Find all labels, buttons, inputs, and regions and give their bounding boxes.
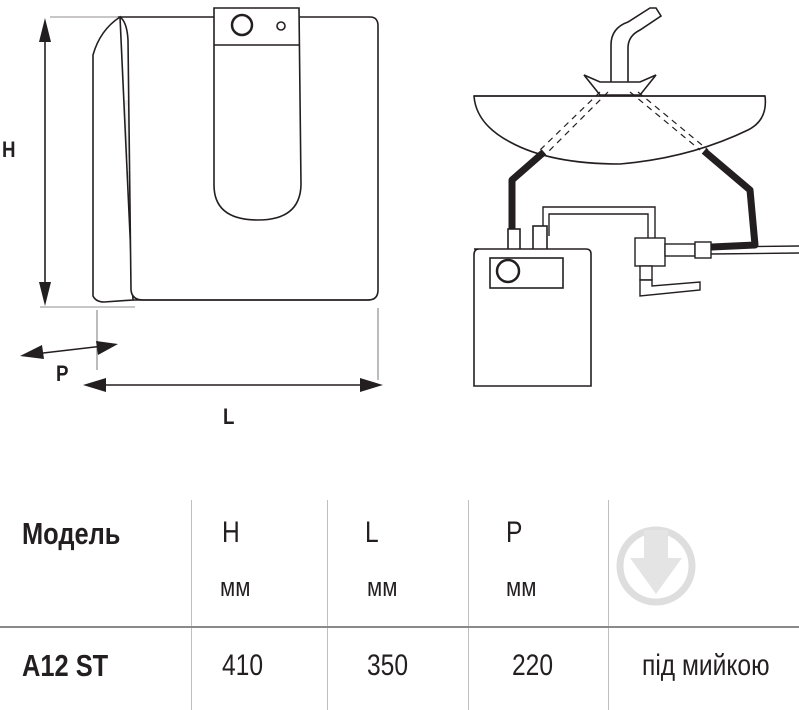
sink-and-faucet (473, 7, 767, 165)
unit-p: мм (506, 572, 537, 602)
header-p: P (506, 516, 523, 549)
height-dimension-arrow (39, 18, 51, 306)
row-installation: під мийкою (642, 649, 770, 682)
spec-table: Модель H мм L мм P мм A12 ST 410 350 220… (0, 500, 799, 710)
row-model: A12 ST (22, 648, 109, 683)
header-model: Модель (22, 516, 121, 551)
column-divider (327, 500, 328, 710)
length-dimension-arrow (83, 378, 383, 392)
header-l: L (365, 516, 379, 549)
row-h-value: 410 (222, 649, 264, 682)
column-divider (608, 500, 609, 710)
header-h: H (222, 516, 240, 549)
row-p-value: 220 (512, 649, 554, 682)
row-l-value: 350 (367, 649, 409, 682)
depth-label: P (56, 361, 69, 386)
unit-l: мм (367, 572, 398, 602)
depth-dimension-arrow (20, 341, 118, 359)
column-divider (191, 500, 192, 710)
unit-h: мм (220, 572, 251, 602)
column-divider (468, 500, 469, 710)
internal-pipes (539, 91, 709, 153)
water-heater-front-view (92, 7, 379, 303)
dimension-extension-lines (40, 16, 379, 380)
water-heater-small (473, 225, 592, 387)
installation-diagram (20, 7, 799, 392)
supply-pipes-and-valve (542, 206, 799, 297)
length-label: L (223, 404, 235, 429)
row-divider (0, 626, 799, 628)
watermark-icon (616, 526, 696, 606)
height-label: H (2, 137, 16, 162)
